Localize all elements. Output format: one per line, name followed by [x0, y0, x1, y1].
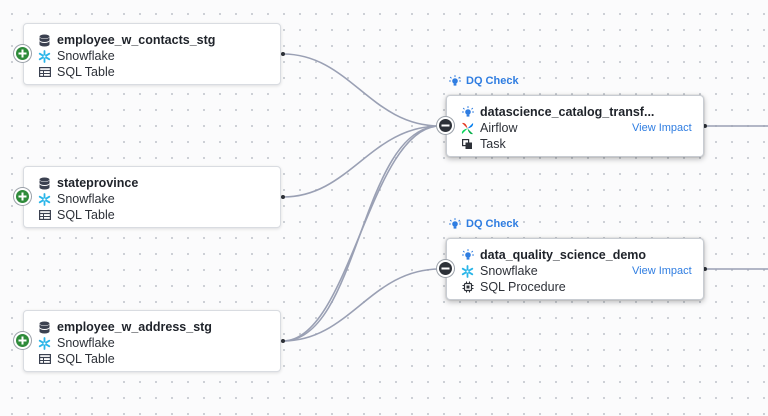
- view-impact-link[interactable]: View Impact: [632, 122, 692, 134]
- lineage-node-datascience-catalog[interactable]: datascience_catalog_transf... Airflow Ta…: [446, 95, 704, 157]
- minus-icon: [441, 124, 450, 127]
- node-title: stateprovince: [57, 176, 139, 190]
- dq-check-badge[interactable]: DQ Check: [449, 218, 519, 230]
- database-icon: [38, 321, 51, 334]
- plus-icon: [18, 192, 27, 201]
- snowflake-icon: [38, 49, 51, 63]
- bulb-icon: [449, 218, 461, 230]
- table-icon: [38, 209, 51, 222]
- lineage-node-employee-w-contacts-stg[interactable]: employee_w_contacts_stg Snowflake SQL Ta…: [23, 23, 281, 85]
- node-platform: Airflow: [480, 121, 518, 135]
- snowflake-icon: [38, 192, 51, 206]
- database-icon: [38, 34, 51, 47]
- node-type: SQL Table: [57, 65, 115, 79]
- node-title: data_quality_science_demo: [480, 248, 647, 262]
- bulb-icon: [461, 249, 474, 262]
- view-impact-link[interactable]: View Impact: [632, 265, 692, 277]
- node-type: Task: [480, 137, 506, 151]
- node-platform: Snowflake: [480, 264, 538, 278]
- table-icon: [38, 353, 51, 366]
- node-type: SQL Table: [57, 352, 115, 366]
- task-icon: [461, 138, 474, 151]
- badge-label: DQ Check: [466, 75, 519, 87]
- edge-address-to-demo: [282, 268, 441, 342]
- minus-icon: [441, 267, 450, 270]
- expand-upstream-button[interactable]: [14, 45, 31, 62]
- collapse-upstream-button[interactable]: [437, 260, 454, 277]
- badge-label: DQ Check: [466, 218, 519, 230]
- edge-contacts-to-catalog: [282, 53, 441, 127]
- table-icon: [38, 66, 51, 79]
- node-platform: Snowflake: [57, 192, 115, 206]
- database-icon: [38, 177, 51, 190]
- plus-icon: [18, 336, 27, 345]
- airflow-icon: [461, 122, 474, 135]
- node-type: SQL Table: [57, 208, 115, 222]
- bulb-icon: [461, 106, 474, 119]
- snowflake-icon: [38, 336, 51, 350]
- lineage-node-employee-w-address-stg[interactable]: employee_w_address_stg Snowflake SQL Tab…: [23, 310, 281, 372]
- procedure-icon: [461, 281, 474, 294]
- dq-check-badge[interactable]: DQ Check: [449, 75, 519, 87]
- expand-upstream-button[interactable]: [14, 188, 31, 205]
- edge-stateprovince-to-catalog: [282, 125, 441, 198]
- node-title: employee_w_address_stg: [57, 320, 212, 334]
- edge-address-to-catalog-2: [282, 125, 441, 342]
- lineage-node-stateprovince[interactable]: stateprovince Snowflake SQL Table: [23, 166, 281, 228]
- node-title: datascience_catalog_transf...: [480, 105, 655, 119]
- lineage-node-data-quality-science-demo[interactable]: data_quality_science_demo Snowflake SQL …: [446, 238, 704, 300]
- edge-address-to-catalog-1: [282, 125, 441, 342]
- snowflake-icon: [461, 264, 474, 278]
- plus-icon: [18, 49, 27, 58]
- bulb-icon: [449, 75, 461, 87]
- node-platform: Snowflake: [57, 336, 115, 350]
- expand-upstream-button[interactable]: [14, 332, 31, 349]
- node-platform: Snowflake: [57, 49, 115, 63]
- collapse-upstream-button[interactable]: [437, 117, 454, 134]
- node-title: employee_w_contacts_stg: [57, 33, 216, 47]
- node-type: SQL Procedure: [480, 280, 566, 294]
